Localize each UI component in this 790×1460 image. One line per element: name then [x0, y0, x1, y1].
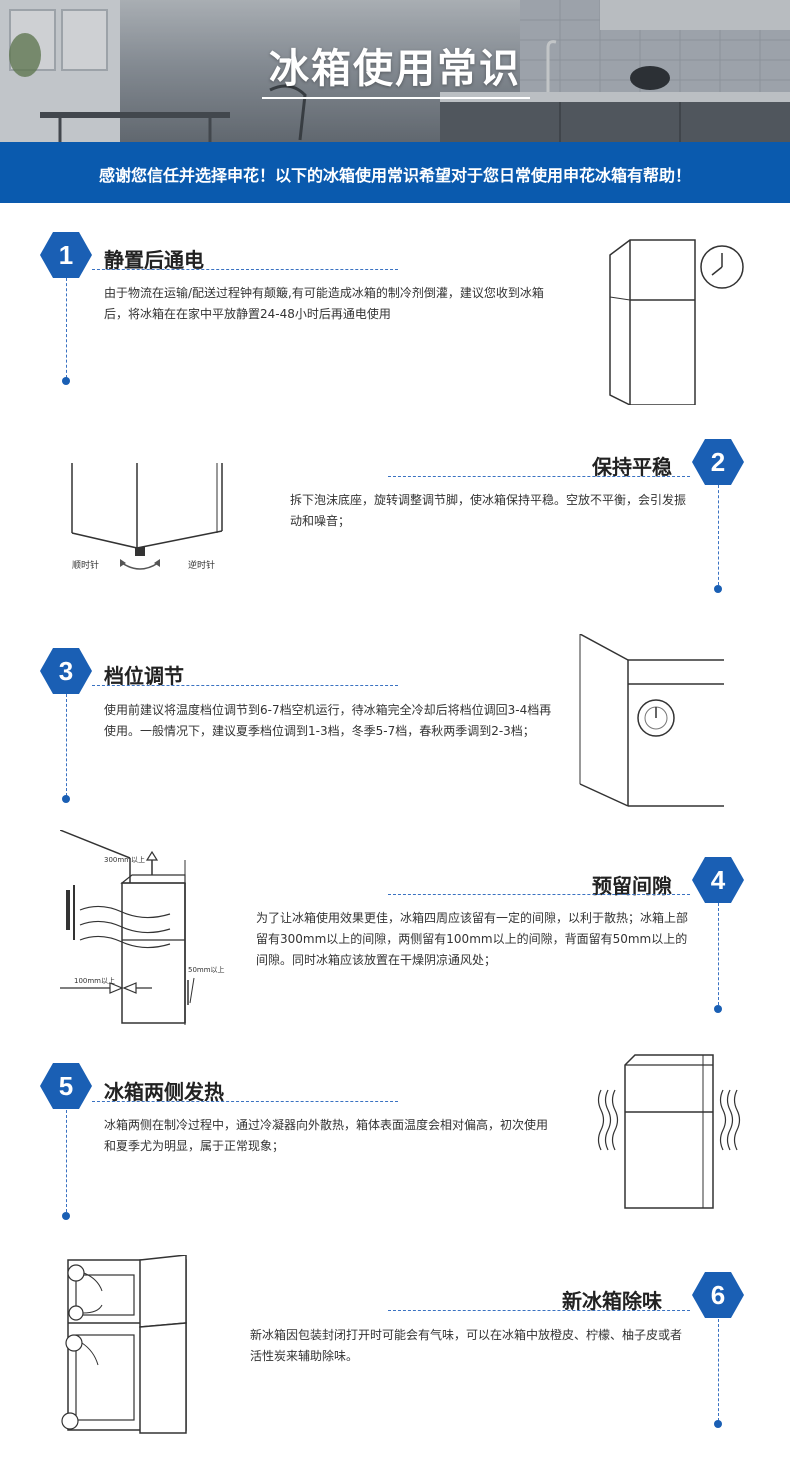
hexagon-badge-5 [40, 1063, 92, 1109]
thermostat-dial-illustration [579, 634, 724, 807]
section-text-1: 由于物流在运输/配送过程钟有颠簸,有可能造成冰箱的制冷剂倒灌，建议您收到冰箱后，… [104, 286, 544, 321]
timeline-dot-6 [714, 1420, 722, 1428]
page-title: 冰箱使用常识 [269, 46, 521, 92]
hexagon-badge-2 [692, 439, 744, 485]
timeline-line-3 [66, 694, 67, 796]
clearance-label-top: 300mm以上 [104, 856, 145, 864]
hexagon-badge-6 [692, 1272, 744, 1318]
clearance-label-side: 100mm以上 [74, 977, 115, 985]
section-1: 1 静置后通电 由于物流在运输/配送过程钟有颠簸,有可能造成冰箱的制冷剂倒灌，建… [0, 225, 790, 405]
section-title-5: 冰箱两侧发热 [104, 1080, 224, 1104]
timeline-dot-2 [714, 585, 722, 593]
section-5: 5 冰箱两侧发热 冰箱两侧在制冷过程中，通过冷凝器向外散热，箱体表面温度会相对偏… [0, 1054, 790, 1230]
leveling-foot-illustration [71, 463, 223, 570]
intro-banner: 感谢您信任并选择申花！以下的冰箱使用常识希望对于您日常使用申花冰箱有帮助！ [0, 142, 790, 203]
section-2: 顺时针 逆时针 保持平稳 2 拆下泡沫底座，旋转调整调节脚，使冰箱保持平稳。空放… [0, 435, 790, 600]
section-text-3: 使用前建议将温度档位调节到6-7档空机运行，待冰箱完全冷却后将档位调回3-4档再… [104, 703, 552, 738]
fridge-heat-illustration [597, 1054, 741, 1209]
fridge-clock-illustration [609, 239, 744, 405]
hexagon-badge-1 [40, 232, 92, 278]
section-text-2: 拆下泡沫底座，旋转调整调节脚，使冰箱保持平稳。空放不平衡，会引发振动和噪音； [290, 493, 687, 528]
section-number-2: 2 [710, 447, 726, 477]
hexagon-badge-3 [40, 648, 92, 694]
title-divider-1 [92, 269, 398, 270]
hexagon-badge-4 [692, 857, 744, 903]
section-3: 3 档位调节 使用前建议将温度档位调节到6-7档空机运行，待冰箱完全冷却后将档位… [0, 634, 790, 810]
timeline-line-5 [66, 1110, 67, 1212]
clockwise-label: 顺时针 [72, 561, 100, 571]
title-divider-5 [92, 1101, 398, 1102]
section-number-6: 6 [710, 1280, 726, 1310]
hero-header: 冰箱使用常识 [0, 0, 790, 142]
timeline-line-1 [66, 278, 67, 378]
section-text-6: 新冰箱因包装封闭打开时可能会有气味，可以在冰箱中放橙皮、柠檬、柚子皮或者活性炭来… [250, 1328, 683, 1363]
section-number-1: 1 [58, 240, 74, 270]
title-divider-2 [388, 476, 690, 477]
section-title-6: 新冰箱除味 [562, 1289, 662, 1313]
clearance-label-back: 50mm以上 [188, 966, 225, 974]
timeline-dot-5 [62, 1212, 70, 1220]
title-underline [262, 97, 530, 99]
section-number-4: 4 [710, 865, 726, 895]
intro-text: 感谢您信任并选择申花！以下的冰箱使用常识希望对于您日常使用申花冰箱有帮助！ [98, 166, 691, 185]
timeline-dot-1 [62, 377, 70, 385]
clearance-diagram-illustration [60, 830, 195, 1025]
open-fridge-odor-illustration [61, 1255, 187, 1434]
section-text-5: 冰箱两侧在制冷过程中，通过冷凝器向外散热，箱体表面温度会相对偏高，初次使用和夏季… [104, 1118, 549, 1153]
timeline-line-6 [718, 1319, 719, 1421]
counterclockwise-label: 逆时针 [188, 561, 216, 571]
section-title-2: 保持平稳 [592, 455, 672, 479]
timeline-dot-3 [62, 795, 70, 803]
section-number-3: 3 [58, 656, 74, 686]
title-divider-6 [388, 1310, 690, 1311]
section-4: 300mm以上 100mm以上 50mm以上 预留间隙 4 为了让冰箱使用效果更… [0, 825, 790, 1025]
kitchen-background-image [0, 0, 790, 142]
section-6: 新冰箱除味 6 新冰箱因包装封闭打开时可能会有气味，可以在冰箱中放橙皮、柠檬、柚… [0, 1250, 790, 1435]
section-title-3: 档位调节 [104, 664, 184, 688]
timeline-line-2 [718, 485, 719, 585]
title-divider-3 [92, 685, 398, 686]
timeline-line-4 [718, 903, 719, 1005]
section-text-4: 为了让冰箱使用效果更佳，冰箱四周应该留有一定的间隙，以利于散热；冰箱上部留有30… [256, 911, 689, 967]
section-title-1: 静置后通电 [104, 248, 204, 272]
title-divider-4 [388, 894, 690, 895]
section-number-5: 5 [58, 1071, 74, 1101]
timeline-dot-4 [714, 1005, 722, 1013]
